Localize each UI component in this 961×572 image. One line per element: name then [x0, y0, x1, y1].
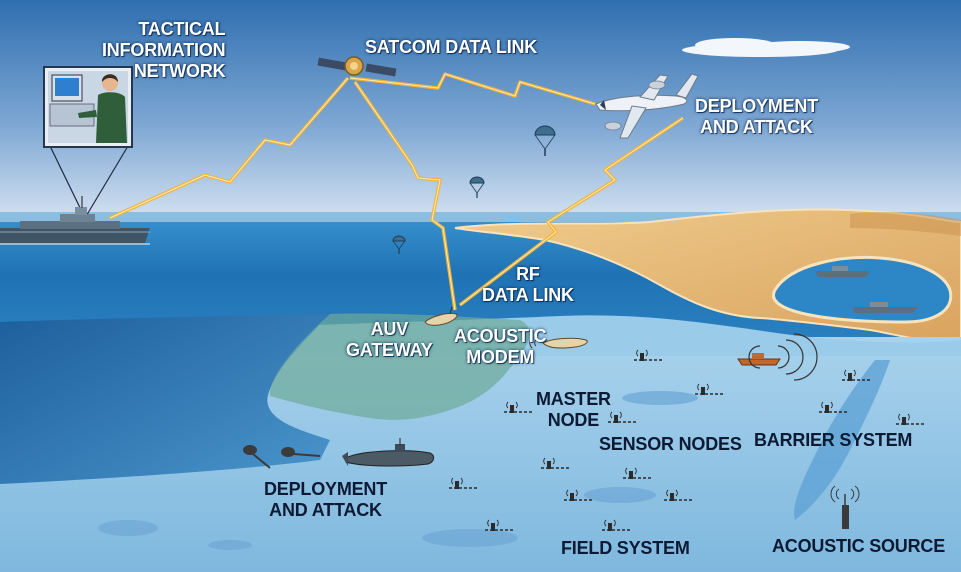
acoustic-source	[830, 485, 860, 529]
parachute-1	[534, 125, 556, 156]
data-link-beams-glow	[109, 73, 684, 311]
sky	[0, 0, 961, 230]
label-barrier-system: BARRIER SYSTEM	[754, 430, 913, 450]
parachute-buoys	[392, 125, 556, 254]
deployment-pods	[243, 445, 321, 469]
label-deployment-attack-sea: DEPLOYMENT AND ATTACK	[264, 479, 388, 520]
patrol-boat	[737, 333, 818, 381]
label-acoustic-source: ACOUSTIC SOURCE	[772, 536, 946, 556]
submarine	[342, 438, 435, 467]
sensor-nodes	[449, 349, 926, 531]
deep-water	[0, 314, 330, 484]
sensor-node	[564, 489, 594, 501]
auv-gateway	[424, 306, 458, 326]
cloud	[682, 38, 850, 57]
parachute-2	[469, 176, 485, 198]
label-acoustic-modem: ACOUSTIC MODEM	[454, 326, 547, 367]
label-satcom-data-link: SATCOM DATA LINK	[365, 37, 538, 57]
acoustic-modem-auv	[542, 337, 588, 349]
bay-ships	[815, 266, 918, 313]
continental-shelf	[269, 313, 530, 420]
patrol-aircraft	[595, 73, 699, 139]
label-field-system: FIELD SYSTEM	[561, 538, 690, 558]
command-ship	[0, 196, 150, 245]
label-auv-gateway: AUV GATEWAY	[346, 319, 433, 360]
operator-person	[96, 92, 127, 143]
trench	[794, 360, 890, 520]
sensor-node	[504, 401, 534, 413]
modem-signal	[529, 337, 537, 349]
operator-workstation	[43, 66, 133, 219]
label-tactical-information-network: TACTICAL INFORMATION NETWORK	[102, 19, 226, 81]
label-deployment-attack-air: DEPLOYMENT AND ATTACK	[695, 96, 819, 137]
satellite	[317, 56, 397, 77]
parachute-3	[392, 235, 406, 254]
label-sensor-nodes: SENSOR NODES	[599, 434, 742, 454]
seabed-patches	[98, 391, 698, 550]
label-rf-data-link: RF DATA LINK	[482, 264, 574, 305]
label-master-node: MASTER NODE	[536, 389, 611, 430]
